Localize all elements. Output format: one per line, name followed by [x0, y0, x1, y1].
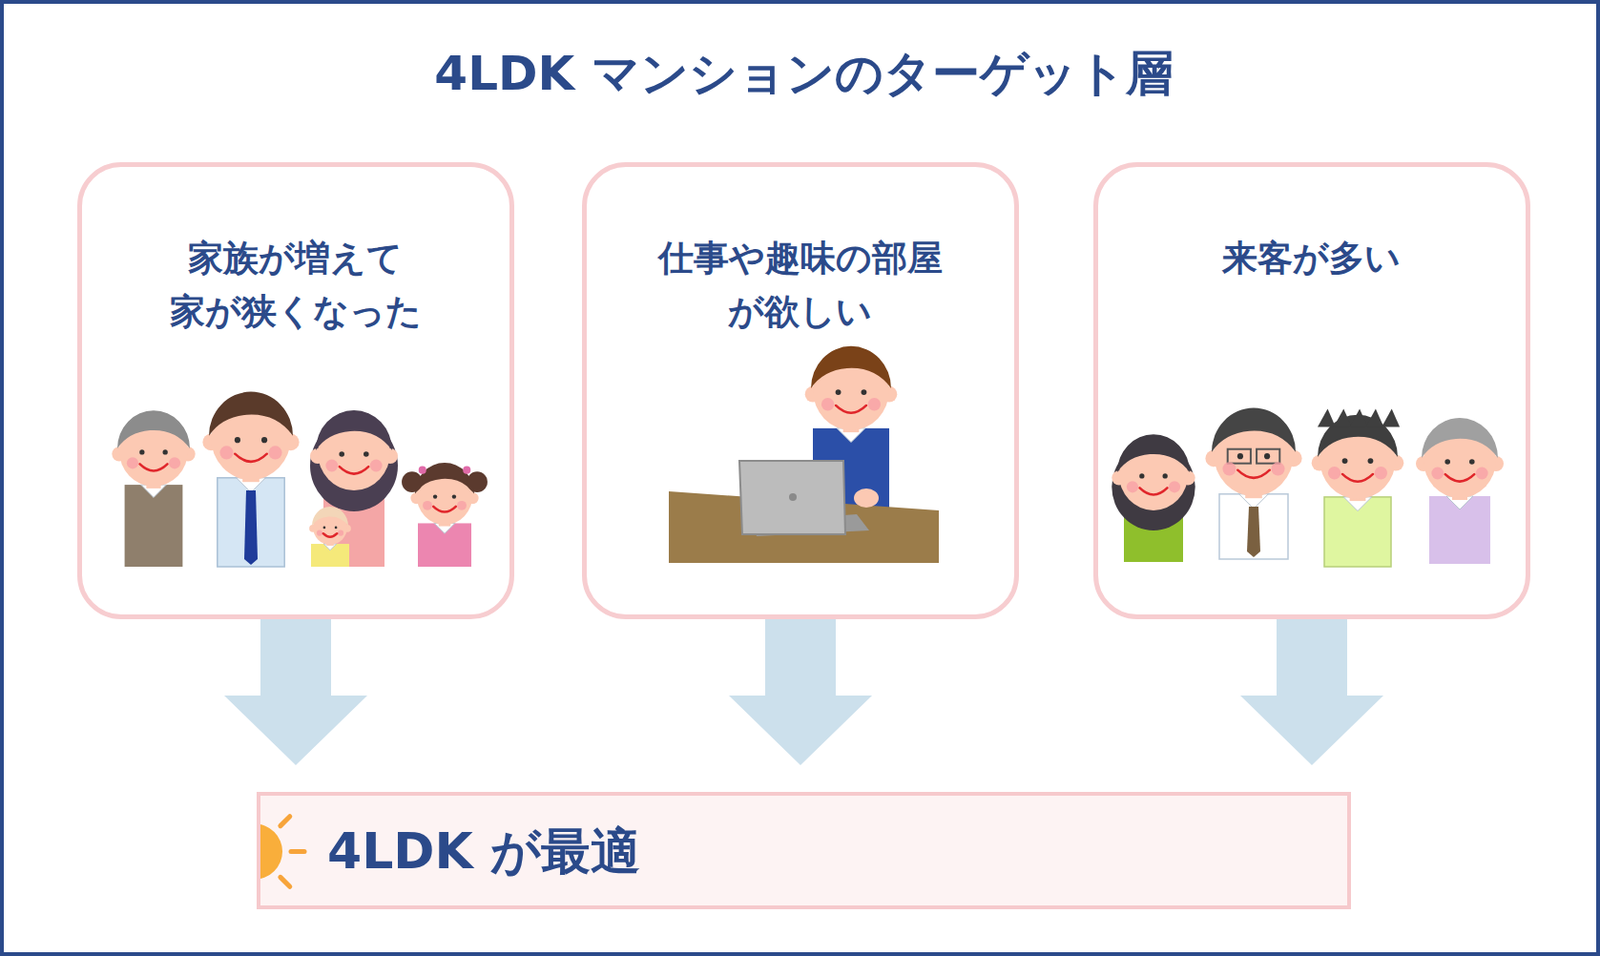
desk-scene — [668, 460, 939, 563]
person-figure — [1111, 434, 1195, 562]
person-figure — [401, 462, 488, 567]
person-figure — [1415, 417, 1504, 564]
node-layer: 家族が増えて 家が狭くなった 仕事や趣味の部屋 が欲しい 来客が多い 4LDK が最適 — [3, 3, 1600, 956]
person-figure — [202, 392, 299, 567]
person-figure — [309, 506, 352, 567]
card-heading: 来客が多い — [1167, 231, 1456, 286]
target-card: 家族が増えて 家が狭くなった — [77, 162, 515, 620]
target-card: 来客が多い — [1093, 162, 1531, 620]
flow-arrow — [728, 619, 873, 766]
target-card: 仕事や趣味の部屋 が欲しい — [581, 162, 1019, 620]
card-heading: 家族が増えて 家が狭くなった — [169, 231, 423, 338]
result-text: 4LDK が最適 — [327, 813, 641, 889]
card-heading: 仕事や趣味の部屋 が欲しい — [656, 231, 945, 338]
result-band: 4LDK が最適 — [256, 791, 1351, 910]
person-figure — [310, 410, 398, 567]
flow-arrow — [224, 619, 368, 766]
person-figure — [111, 410, 195, 567]
title: 4LDK マンションのターゲット層 — [3, 41, 1600, 106]
flow-arrow — [1240, 619, 1384, 766]
person-figure — [1205, 408, 1302, 560]
person-figure — [1311, 409, 1405, 568]
